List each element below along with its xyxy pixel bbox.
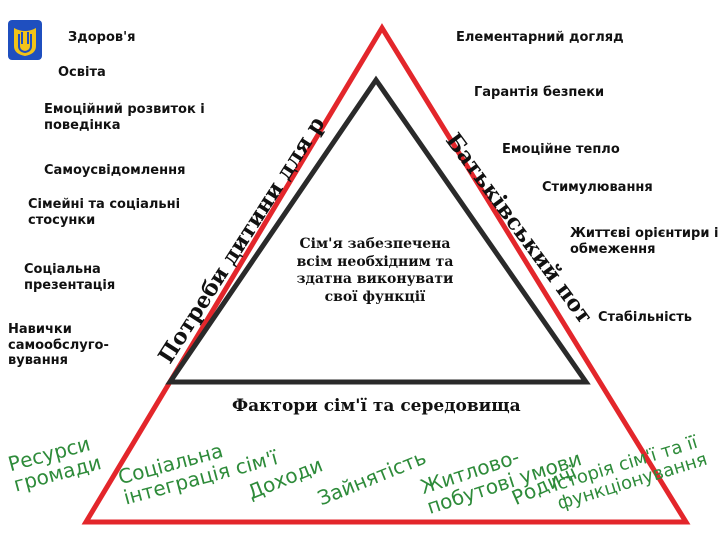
center-text: Сім'я забезпечена всім необхідним та зда… — [296, 236, 454, 305]
label-safety: Гарантія безпеки — [474, 85, 605, 100]
label-education: Освіта — [58, 65, 106, 80]
inner-triangle — [165, 75, 591, 385]
label-guidance: Життєві орієнтири і обмеження — [570, 226, 719, 257]
hands-logo-icon — [8, 20, 42, 60]
outer-triangle — [81, 23, 691, 525]
label-emotional-warmth: Емоційне тепло — [502, 142, 620, 157]
label-stimulation: Стимулювання — [542, 180, 653, 195]
left-side-label: Потреби дитини для розвитку — [0, 0, 330, 368]
label-social-presentation: Соціальна презентація — [24, 262, 116, 293]
label-family-relations: Сімейні та соціальні стосунки — [28, 197, 181, 228]
label-emotional-development: Емоційний розвиток і поведінка — [44, 102, 205, 133]
label-self-awareness: Самоусвідомлення — [44, 163, 186, 178]
label-basic-care: Елементарний догляд — [456, 30, 624, 45]
label-health: Здоров'я — [68, 30, 136, 45]
label-stability: Стабільність — [598, 310, 693, 325]
label-self-care: Навички самообслуго- вування — [8, 322, 109, 369]
bottom-side-label: Фактори сім'ї та середовища — [232, 396, 521, 416]
